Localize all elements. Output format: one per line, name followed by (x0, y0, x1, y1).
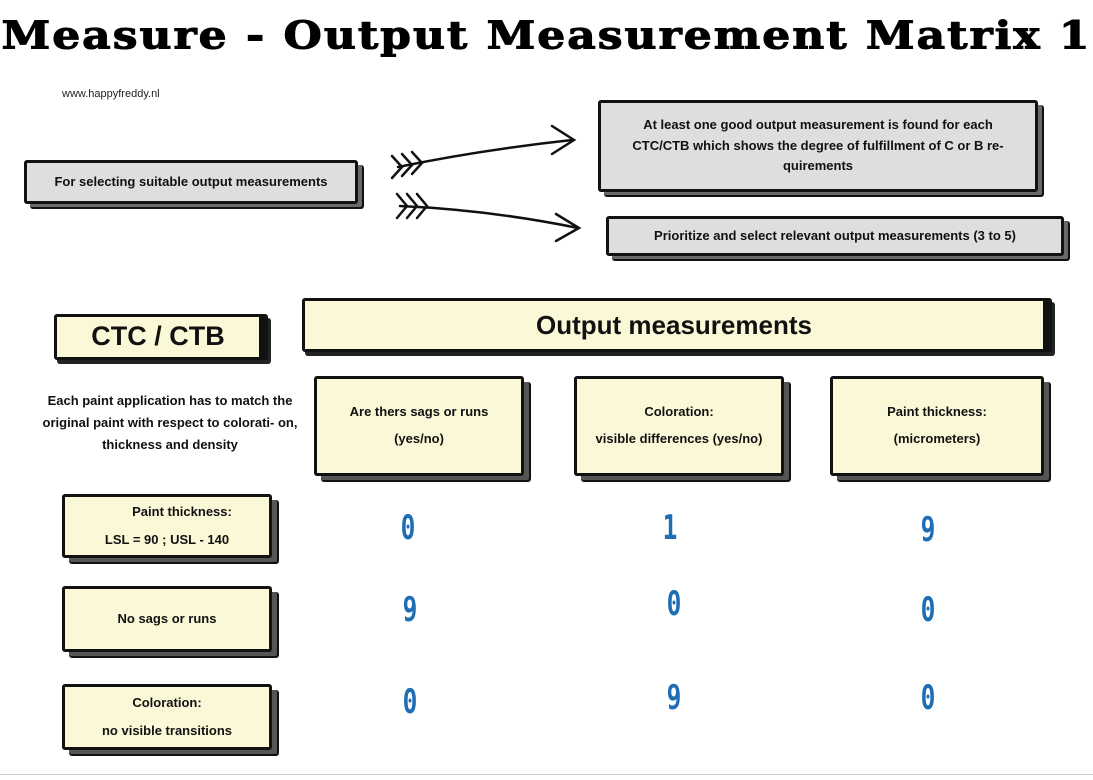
website-label: www.happyfreddy.nl (62, 88, 160, 100)
column-label: Are thers sags or runs (349, 404, 489, 420)
column-header-text: Output measurements (536, 310, 812, 340)
score-cell: 0 (920, 590, 936, 630)
row-description: Each paint application has to match the … (42, 393, 298, 453)
column-sublabel: visible differences (yes/no) (595, 431, 763, 446)
source-box: For selecting suitable output measuremen… (24, 160, 358, 204)
row-box-coloration: Coloration: no visible transitions (62, 684, 272, 750)
row-label: Coloration: (132, 694, 202, 710)
score-cell: 0 (920, 678, 936, 718)
row-box-sags: No sags or runs (62, 586, 272, 652)
column-box-thickness: Paint thickness: (micrometers) (830, 376, 1044, 476)
column-header-box: Output measurements (302, 298, 1052, 352)
row-sublabel: no visible transitions (101, 723, 233, 738)
score-cell: 0 (666, 584, 682, 624)
target-1-text: At least one good output measurement is … (632, 116, 1004, 174)
column-sublabel: (yes/no) (394, 431, 444, 446)
column-box-sags: Are thers sags or runs (yes/no) (314, 376, 524, 476)
page-title: Measure - Output Measurement Matrix 1 (1, 13, 1092, 59)
row-header-box: CTC / CTB (54, 314, 268, 360)
column-label: Coloration: (644, 404, 714, 420)
column-box-coloration: Coloration: visible differences (yes/no) (574, 376, 784, 476)
score-cell: 9 (666, 678, 682, 718)
bottom-divider (0, 774, 1093, 775)
row-sublabel: LSL = 90 ; USL - 140 (104, 532, 230, 547)
row-box-thickness: Paint thickness: LSL = 90 ; USL - 140 (62, 494, 272, 558)
score-cell: 1 (662, 508, 678, 548)
source-text: For selecting suitable output measuremen… (54, 173, 328, 189)
row-header-text: CTC / CTB (91, 321, 225, 352)
score-cell: 0 (402, 682, 418, 722)
column-label: Paint thickness: (887, 404, 987, 420)
target-box-2: Prioritize and select relevant output me… (606, 216, 1064, 256)
column-sublabel: (micrometers) (893, 431, 981, 446)
score-cell: 0 (400, 508, 416, 548)
arrow-upper-icon (390, 124, 577, 180)
score-cell: 9 (402, 590, 418, 630)
arrow-lower-icon (395, 192, 582, 243)
target-2-text: Prioritize and select relevant output me… (654, 227, 1016, 243)
score-cell: 9 (920, 510, 936, 550)
target-box-1: At least one good output measurement is … (598, 100, 1038, 192)
row-label: Paint thickness: (132, 503, 232, 519)
row-label: No sags or runs (117, 610, 217, 626)
